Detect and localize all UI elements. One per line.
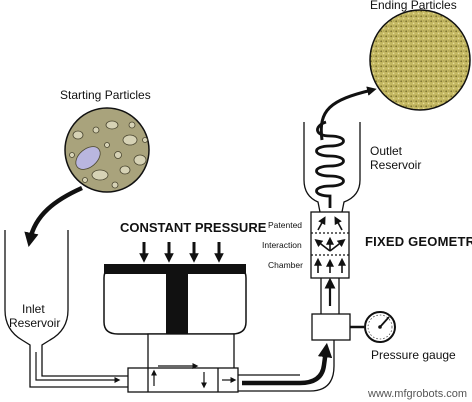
- starting-particles-label: Starting Particles: [60, 88, 151, 102]
- outlet-reservoir: [303, 122, 361, 213]
- constant-pressure-label: CONSTANT PRESSURE: [120, 220, 267, 235]
- flow-arrow-to-ending: [319, 86, 377, 141]
- valve-flow-arrows: [151, 363, 237, 389]
- inlet-reservoir-label-1: Inlet: [22, 302, 45, 316]
- flow-arrow-to-inlet: [24, 185, 83, 248]
- inlet-flow-arrow: [35, 352, 121, 383]
- ending-particles-label: Ending Particles: [370, 0, 457, 12]
- outlet-coil: [315, 120, 345, 208]
- chamber-label-1: Patented: [268, 220, 302, 230]
- pressure-arrows: [139, 242, 224, 263]
- outlet-pipe: [238, 340, 335, 392]
- fixed-geometry-label: FIXED GEOMETRY: [365, 234, 472, 249]
- chamber-label-3: Chamber: [268, 260, 303, 270]
- ending-particles-image: [369, 9, 471, 111]
- outlet-reservoir-label-2: Reservoir: [370, 158, 421, 172]
- inlet-reservoir-label-2: Reservoir: [9, 316, 60, 330]
- chamber-label-2: Interaction: [262, 240, 302, 250]
- pressure-gauge-icon: [364, 311, 396, 343]
- inlet-reservoir: [4, 230, 130, 388]
- pump-cylinder: [103, 264, 247, 371]
- starting-particles-image: [64, 107, 150, 193]
- outlet-reservoir-label-1: Outlet: [370, 144, 403, 158]
- chamber-flow-arrows: [314, 216, 346, 273]
- watermark: www.mfgrobots.com: [367, 388, 467, 400]
- chamber-inlet-tube: [320, 277, 340, 314]
- outlet-flow-arrow: [242, 342, 333, 386]
- pressure-gauge-label: Pressure gauge: [371, 348, 456, 362]
- gauge-connector: [311, 313, 364, 341]
- check-valve-block: [127, 367, 239, 393]
